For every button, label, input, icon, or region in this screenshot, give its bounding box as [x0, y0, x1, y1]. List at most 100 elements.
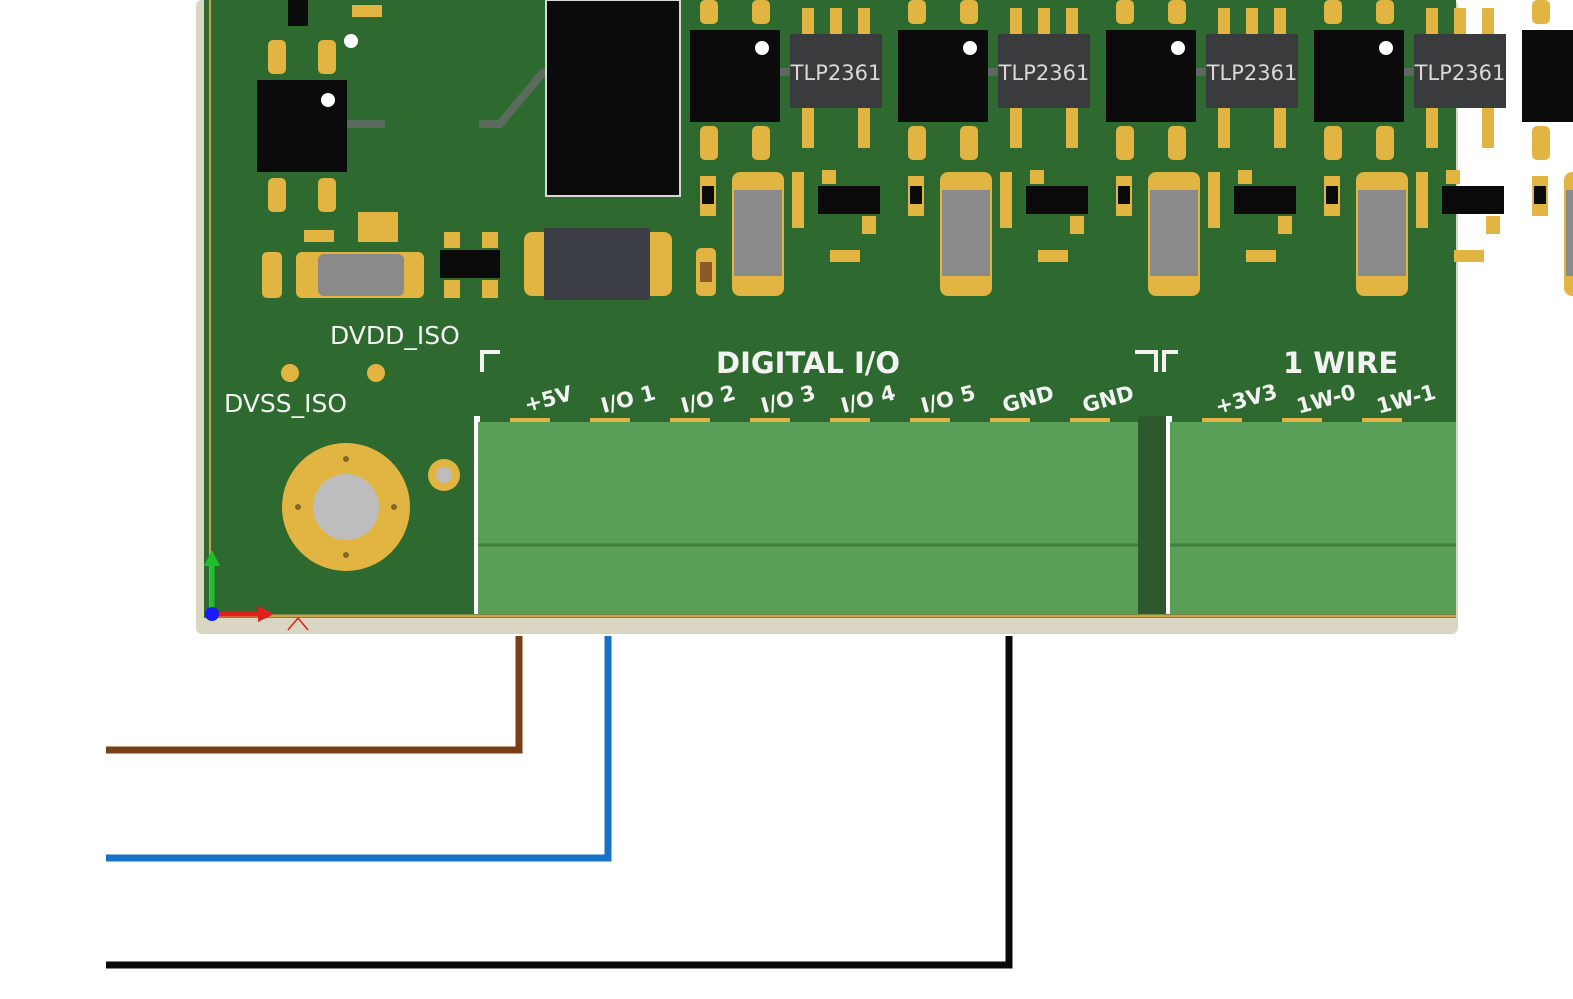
electrolytic-capacitor: [942, 190, 990, 276]
sot-transistor: [1026, 186, 1088, 214]
via: [391, 504, 397, 510]
pad: [318, 40, 336, 74]
resistor: [702, 186, 714, 204]
pad: [1116, 126, 1134, 160]
resistor: [910, 186, 922, 204]
pad: [1038, 250, 1068, 262]
pin: [1482, 108, 1494, 148]
pin: [1246, 8, 1258, 34]
pad: [1168, 0, 1186, 24]
pad: [482, 280, 498, 298]
pad: [1070, 216, 1084, 234]
mounting-hole: [282, 443, 460, 571]
pad: [752, 126, 770, 160]
pad: [1168, 126, 1186, 160]
pad: [822, 170, 836, 184]
pad: [358, 212, 398, 242]
pin: [1038, 8, 1050, 34]
pad: [304, 230, 334, 242]
optocoupler-channels: TLP2361TLP2361TLP2361TLP2361TLP2361: [690, 0, 1573, 296]
terminal-pad: [510, 418, 550, 424]
pin: [802, 108, 814, 148]
optocoupler-channel: TLP2361: [1522, 0, 1573, 296]
x-axis-arrowhead: [258, 606, 274, 622]
terminal-pad: [590, 418, 630, 424]
sot-transistor: [818, 186, 880, 214]
isolated-dcdc-module: [545, 0, 681, 197]
pad: [700, 0, 718, 24]
pad: [1278, 216, 1292, 234]
pad: [1238, 170, 1252, 184]
terminal-pad: [990, 418, 1030, 424]
pin: [858, 108, 870, 148]
pin: [1482, 8, 1494, 34]
pin: [1218, 108, 1230, 148]
pin: [1426, 108, 1438, 148]
header-bracket: [1135, 350, 1158, 372]
pad: [1486, 216, 1500, 234]
pad: [444, 232, 460, 248]
pin: [858, 8, 870, 34]
input-chip: [1522, 30, 1573, 122]
black-wire: [106, 636, 1013, 969]
dvss-testpoint: [281, 364, 299, 382]
pad: [1376, 126, 1394, 160]
resistor: [700, 262, 712, 282]
pad: [908, 0, 926, 24]
pin: [1454, 8, 1466, 34]
optocoupler-channel: TLP2361: [690, 0, 882, 296]
pad: [268, 40, 286, 74]
pin1-marker: [321, 93, 335, 107]
optocoupler-label: TLP2361: [998, 61, 1090, 85]
smd-diode: [544, 228, 650, 300]
fiducial: [344, 34, 358, 48]
external-wires: [106, 636, 1013, 969]
pin1-marker: [755, 41, 769, 55]
electrolytic-capacitor: [1150, 190, 1198, 276]
pin: [830, 8, 842, 34]
terminal-pad: [750, 418, 790, 424]
via: [295, 504, 301, 510]
sot-transistor: [1442, 186, 1504, 214]
pin1-marker: [1379, 41, 1393, 55]
terminal-pad: [670, 418, 710, 424]
resistor: [1118, 186, 1130, 204]
sot-transistor: [1234, 186, 1296, 214]
pad: [960, 126, 978, 160]
resistor: [1534, 186, 1546, 204]
optocoupler-channel: TLP2361: [1314, 0, 1506, 296]
pin: [1066, 108, 1078, 148]
pin: [1274, 108, 1286, 148]
pin1-marker: [1171, 41, 1185, 55]
optocoupler-body: [1414, 34, 1506, 108]
pin: [1010, 108, 1022, 148]
pad: [792, 172, 804, 228]
terminal-pad: [1282, 418, 1322, 424]
pad: [862, 216, 876, 234]
pad: [352, 5, 382, 17]
via: [343, 552, 349, 558]
terminal-edge: [1166, 416, 1172, 614]
pad: [1376, 0, 1394, 24]
small-chip: [288, 0, 308, 26]
optocoupler-body: [1206, 34, 1298, 108]
pad: [444, 280, 460, 298]
terminal-pad: [830, 418, 870, 424]
pad: [268, 178, 286, 212]
pad: [1324, 126, 1342, 160]
pad: [262, 252, 282, 298]
pad: [1446, 170, 1460, 184]
digital-io-header-label: DIGITAL I/O: [716, 346, 900, 380]
capacitor: [318, 254, 404, 296]
electrolytic-capacitor: [734, 190, 782, 276]
y-axis-arrowhead: [204, 550, 220, 566]
pad: [1000, 172, 1012, 228]
optocoupler-label: TLP2361: [790, 61, 882, 85]
pin: [1218, 8, 1230, 34]
pad: [830, 250, 860, 262]
pad: [1208, 172, 1220, 228]
pin: [1010, 8, 1022, 34]
pad: [1532, 126, 1550, 160]
pin1-marker: [963, 41, 977, 55]
